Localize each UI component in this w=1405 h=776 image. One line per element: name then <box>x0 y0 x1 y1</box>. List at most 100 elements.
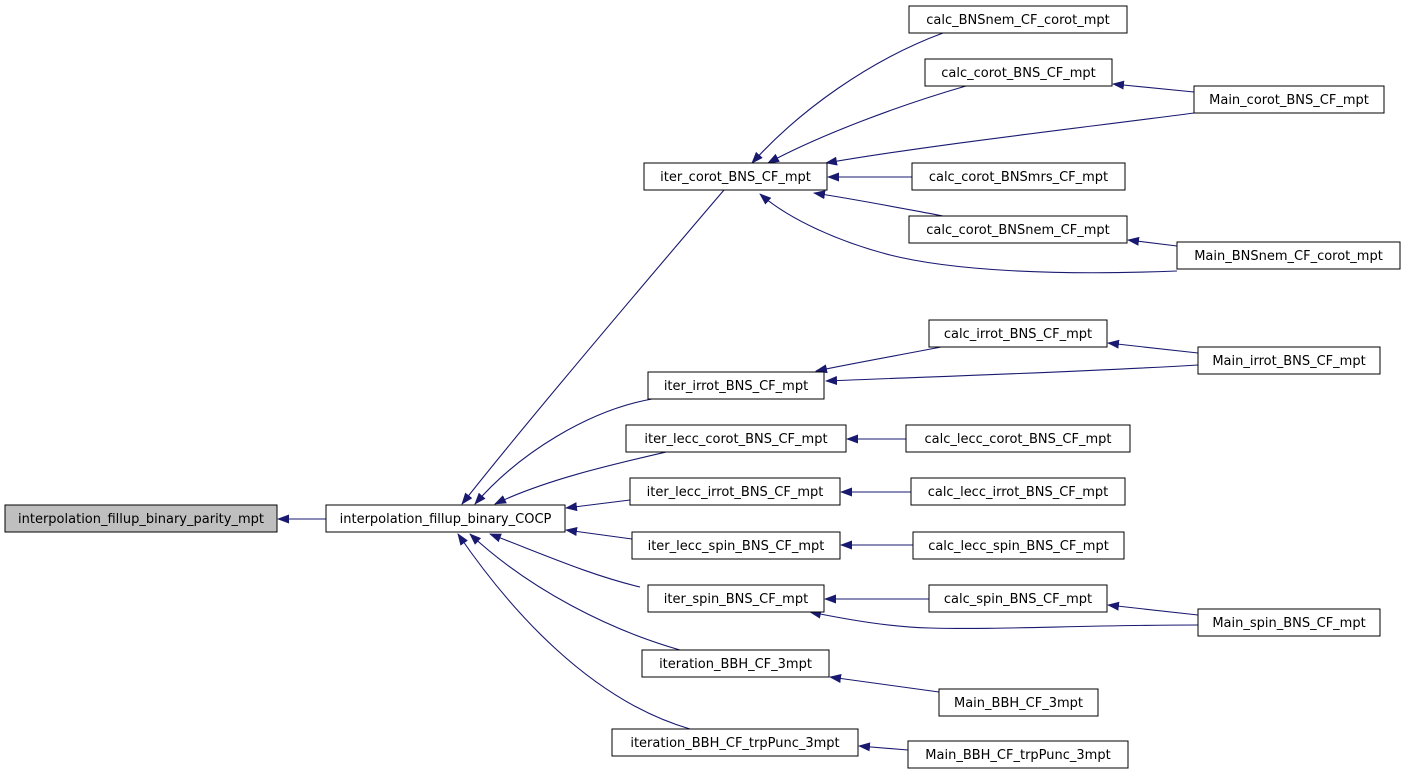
node-main-bbh-trp[interactable]: Main_BBH_CF_trpPunc_3mpt <box>907 740 1129 769</box>
node-label: calc_corot_BNS_CF_mpt <box>941 66 1096 81</box>
node-calc-corot[interactable]: calc_corot_BNS_CF_mpt <box>924 58 1113 87</box>
node-label: Main_BBH_CF_3mpt <box>954 696 1083 711</box>
node-cocp[interactable]: interpolation_fillup_binary_COCP <box>325 504 566 533</box>
node-label: calc_corot_BNSmrs_CF_mpt <box>929 170 1108 185</box>
node-calc-spin[interactable]: calc_spin_BNS_CF_mpt <box>928 584 1108 613</box>
node-box <box>911 162 1126 191</box>
node-main-bbh[interactable]: Main_BBH_CF_3mpt <box>938 688 1099 717</box>
node-box <box>908 5 1128 34</box>
edge-main_spin-to-iter_spin <box>809 609 1199 630</box>
node-box <box>1197 608 1381 637</box>
edge-calc_bnsnem_corot-to-iter_corot <box>751 32 944 164</box>
node-calc-lecc-spin[interactable]: calc_lecc_spin_BNS_CF_mpt <box>912 531 1125 560</box>
node-box <box>641 649 830 678</box>
node-label: interpolation_fillup_binary_parity_mpt <box>18 512 264 527</box>
node-iter-corot[interactable]: iter_corot_BNS_CF_mpt <box>643 162 828 191</box>
node-calc-corot-nem[interactable]: calc_corot_BNSnem_CF_mpt <box>908 215 1128 244</box>
edge-calc_irrot-to-iter_irrot <box>815 346 942 374</box>
node-label: iter_spin_BNS_CF_mpt <box>664 592 808 607</box>
node-label: calc_corot_BNSnem_CF_mpt <box>926 223 1109 238</box>
node-box <box>4 504 278 533</box>
node-label: calc_irrot_BNS_CF_mpt <box>944 327 1092 342</box>
node-label: calc_lecc_spin_BNS_CF_mpt <box>928 539 1109 554</box>
nodes: interpolation_fillup_binary_parity_mpt in… <box>4 5 1401 769</box>
node-label: interpolation_fillup_binary_COCP <box>340 512 552 527</box>
edge-main_bnsnem-to-calc_corot_nem <box>1127 236 1178 247</box>
edge-main_corot-to-calc_corot <box>1112 80 1195 93</box>
node-main-bnsnem[interactable]: Main_BNSnem_CF_corot_mpt <box>1176 241 1401 270</box>
node-iteration-bbh-trp[interactable]: iteration_BBH_CF_trpPunc_3mpt <box>611 728 859 757</box>
node-calc-corot-mrs[interactable]: calc_corot_BNSmrs_CF_mpt <box>911 162 1126 191</box>
node-box <box>325 504 566 533</box>
node-label: Main_corot_BNS_CF_mpt <box>1209 93 1369 108</box>
edge-main_irrot-to-iter_irrot <box>825 364 1199 386</box>
node-label: iter_lecc_irrot_BNS_CF_mpt <box>647 485 824 500</box>
edge-iter_corot-to-cocp <box>461 189 725 505</box>
edge-iter_lecc_corot-to-cocp <box>494 451 667 505</box>
edge-main_bbh-to-iteration_bbh <box>829 674 940 693</box>
node-main-spin[interactable]: Main_spin_BNS_CF_mpt <box>1197 608 1381 637</box>
node-label: iteration_BBH_CF_trpPunc_3mpt <box>630 736 839 751</box>
edge-main_bbh_trp-to-iteration_bbh_trp <box>858 742 909 752</box>
node-label: iter_irrot_BNS_CF_mpt <box>664 379 808 394</box>
node-main-irrot[interactable]: Main_irrot_BNS_CF_mpt <box>1197 346 1381 375</box>
node-box <box>611 728 859 757</box>
edge-main_spin-to-calc_spin <box>1107 601 1199 616</box>
node-label: Main_BBH_CF_trpPunc_3mpt <box>925 748 1110 763</box>
node-label: Main_irrot_BNS_CF_mpt <box>1212 354 1365 369</box>
node-box <box>912 531 1125 560</box>
node-box <box>938 688 1099 717</box>
node-box <box>910 477 1126 506</box>
edge-main_irrot-to-calc_irrot <box>1107 339 1199 354</box>
node-box <box>631 531 841 560</box>
node-box <box>1176 241 1401 270</box>
node-iter-spin[interactable]: iter_spin_BNS_CF_mpt <box>647 584 825 613</box>
node-label: iter_lecc_corot_BNS_CF_mpt <box>644 432 827 447</box>
edge-iter_irrot-to-cocp <box>474 398 653 505</box>
node-label: iter_corot_BNS_CF_mpt <box>660 170 811 185</box>
node-box <box>647 371 825 400</box>
edge-main_bnsnem-to-iter_corot <box>759 193 1178 274</box>
node-calc-lecc-irrot[interactable]: calc_lecc_irrot_BNS_CF_mpt <box>910 477 1126 506</box>
edge-main_corot-to-iter_corot <box>825 112 1195 166</box>
node-label: calc_lecc_corot_BNS_CF_mpt <box>925 432 1112 447</box>
node-label: iter_lecc_spin_BNS_CF_mpt <box>648 539 825 554</box>
edge-iter_lecc_spin-to-cocp <box>565 527 633 540</box>
node-calc-bnsnem-corot[interactable]: calc_BNSnem_CF_corot_mpt <box>908 5 1128 34</box>
node-box <box>928 319 1108 348</box>
edge-iter_lecc_irrot-to-cocp <box>565 499 631 512</box>
edge-calc_corot_nem-to-iter_corot <box>813 190 944 217</box>
edges <box>277 32 1199 752</box>
node-calc-irrot[interactable]: calc_irrot_BNS_CF_mpt <box>928 319 1108 348</box>
node-label: calc_spin_BNS_CF_mpt <box>944 592 1092 607</box>
edge-calc_corot-to-iter_corot <box>767 85 967 164</box>
node-box <box>625 424 847 453</box>
edge-iter_spin-to-cocp <box>489 533 641 588</box>
node-box <box>928 584 1108 613</box>
node-box <box>629 477 841 506</box>
node-label: Main_BNSnem_CF_corot_mpt <box>1194 249 1383 264</box>
edge-iteration_bbh_trp-to-cocp <box>457 533 691 730</box>
node-box <box>907 740 1129 769</box>
node-iteration-bbh[interactable]: iteration_BBH_CF_3mpt <box>641 649 830 678</box>
node-box <box>647 584 825 613</box>
node-label: Main_spin_BNS_CF_mpt <box>1212 616 1365 631</box>
node-box <box>643 162 828 191</box>
node-iter-irrot[interactable]: iter_irrot_BNS_CF_mpt <box>647 371 825 400</box>
node-label: iteration_BBH_CF_3mpt <box>659 657 812 672</box>
node-label: calc_lecc_irrot_BNS_CF_mpt <box>928 485 1109 500</box>
node-box <box>905 424 1131 453</box>
node-iter-lecc-irrot[interactable]: iter_lecc_irrot_BNS_CF_mpt <box>629 477 841 506</box>
node-iter-lecc-spin[interactable]: iter_lecc_spin_BNS_CF_mpt <box>631 531 841 560</box>
node-calc-lecc-corot[interactable]: calc_lecc_corot_BNS_CF_mpt <box>905 424 1131 453</box>
node-label: calc_BNSnem_CF_corot_mpt <box>926 13 1109 28</box>
node-root: interpolation_fillup_binary_parity_mpt <box>4 504 278 533</box>
node-box <box>908 215 1128 244</box>
node-box <box>924 58 1113 87</box>
node-box <box>1193 85 1385 114</box>
node-box <box>1197 346 1381 375</box>
edge-iteration_bbh-to-cocp <box>469 533 681 651</box>
node-iter-lecc-corot[interactable]: iter_lecc_corot_BNS_CF_mpt <box>625 424 847 453</box>
node-main-corot[interactable]: Main_corot_BNS_CF_mpt <box>1193 85 1385 114</box>
